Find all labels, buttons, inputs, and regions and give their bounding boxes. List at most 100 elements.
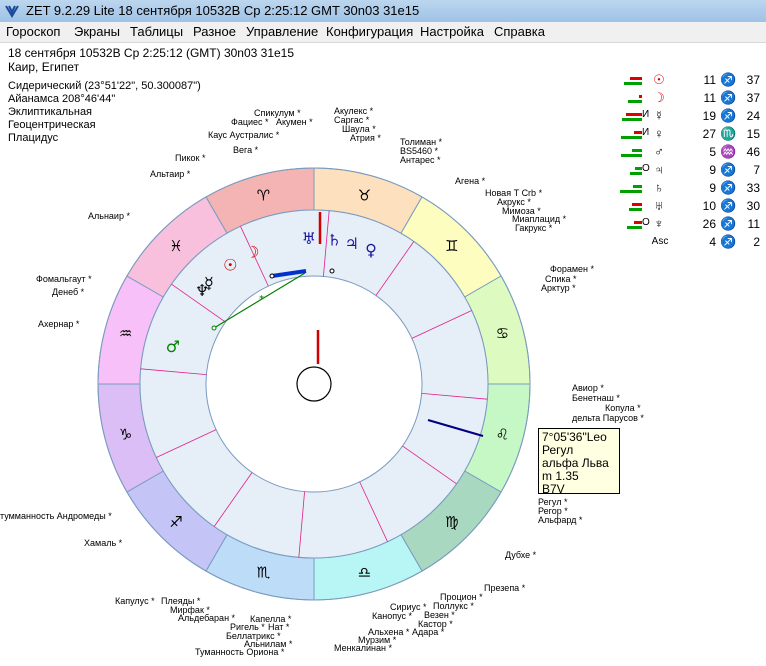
fixed-star-label[interactable]: Форамен * [550,264,595,274]
fixed-star-label[interactable]: Сириус * [390,602,427,612]
fixed-star-label[interactable]: Капелла * [250,614,292,624]
planet-strength-bar [632,203,642,206]
menu-settings[interactable]: Настройка [420,24,484,39]
fixed-star-label[interactable]: Саргас * [334,115,370,125]
planet-strength-bar [626,113,642,116]
planet-strength-bar [628,100,642,103]
fixed-star-label[interactable]: Беллатрикс * [226,631,281,641]
chart-planet-glyph[interactable]: ♀ [365,241,377,260]
fixed-star-label[interactable]: Альнилам * [244,639,293,649]
planet-row[interactable]: И☿19♐24 [618,108,766,126]
fixed-star-label[interactable]: Альфард * [538,515,583,525]
menu-tables[interactable]: Таблицы [130,24,184,39]
fixed-star-label[interactable]: Антарес * [400,155,441,165]
menu-configuration[interactable]: Конфигурация [326,24,414,39]
fixed-star-label[interactable]: Денеб * [52,287,85,297]
menu-bar: Гороскоп Экраны Таблицы Разное Управлени… [0,22,766,43]
fixed-star-label[interactable]: Поллукс * [433,601,474,611]
aspect-sextile-mark: * [259,294,264,305]
fixed-star-label[interactable]: Туманность Ориона * [195,647,285,657]
chart-planet-glyph[interactable]: ♆ [195,281,209,300]
fixed-star-label[interactable]: Мирфак * [170,605,210,615]
fixed-star-label[interactable]: Каус Аустралис * [208,130,280,140]
fixed-star-label[interactable]: Арктур * [541,283,576,293]
fixed-star-label[interactable]: Адара * [412,627,445,637]
fixed-star-label[interactable]: Копула * [605,403,641,413]
fixed-star-label[interactable]: Везен * [424,610,455,620]
sign-sector-scorpio [205,534,315,601]
fixed-star-label[interactable]: Презепа * [484,583,526,593]
fixed-star-label[interactable]: Плеяды * [161,596,201,606]
fixed-star-label[interactable]: Хамаль * [84,538,123,548]
fixed-star-label[interactable]: Спика * [545,274,577,284]
chart-planet-glyph[interactable]: ☽ [245,243,259,262]
fixed-star-label[interactable]: Канопус * [372,611,412,621]
title-bar[interactable]: ZET 9.2.29 Lite 18 сентября 10532B Ср 2:… [0,0,766,23]
planet-strength-bar [634,221,642,224]
fixed-star-label[interactable]: дельта Парусов * [572,413,644,423]
fixed-star-label[interactable]: BS5460 * [400,146,439,156]
fixed-star-label[interactable]: Бенетнаш * [572,393,620,403]
fixed-star-label[interactable]: Капулус * [115,596,155,606]
planet-row[interactable]: ☽11♐37 [618,90,766,108]
menu-misc[interactable]: Разное [193,24,236,39]
planet-glyph-icon: ♆ [654,216,664,231]
menu-horoscope[interactable]: Гороскоп [6,24,61,39]
fixed-star-label[interactable]: Альхена * [368,627,410,637]
fixed-star-label[interactable]: Ригель * [230,622,265,632]
fixed-star-label[interactable]: Менкалинан * [334,643,392,653]
fixed-star-label[interactable]: Акулекс * [334,106,374,116]
fixed-star-label[interactable]: Регор * [538,506,568,516]
fixed-star-label[interactable]: Акумен * [276,117,313,127]
fixed-star-label[interactable]: Миаплацид * [512,214,567,224]
menu-screens[interactable]: Экраны [74,24,121,39]
planet-row[interactable]: О♆26♐11 [618,216,766,234]
fixed-star-label[interactable]: Гакрукс * [515,223,553,233]
planet-row[interactable]: И♀27♏15 [618,126,766,144]
house-cusp-line [411,310,472,339]
fixed-star-label[interactable]: Агена * [455,176,486,186]
fixed-star-label[interactable]: Мурзим * [358,635,397,645]
house-cusps [140,210,488,558]
planet-row[interactable]: О♃9♐7 [618,162,766,180]
menu-control[interactable]: Управление [246,24,319,39]
menu-help[interactable]: Справка [494,24,545,39]
chart-planet-glyph[interactable]: ☉ [223,255,237,274]
chart-planet-glyph[interactable]: ♄ [327,230,341,249]
fixed-star-label[interactable]: Регул * [538,497,568,507]
fixed-star-label[interactable]: Толиман * [400,137,443,147]
fixed-star-label[interactable]: Ахернар * [38,319,80,329]
fixed-star-label[interactable]: Новая Т Crb * [485,188,543,198]
chart-planet-glyph[interactable]: ♅ [302,229,316,248]
chart-planet-glyph[interactable]: ♂ [166,337,180,356]
chart-planet-glyph[interactable]: ♃ [345,234,359,253]
sign-glyph-leo: ♌ [496,425,509,443]
tooltip-star-name: Регул [542,443,574,457]
fixed-star-label[interactable]: Альнаир * [88,211,130,221]
fixed-star-label[interactable]: тумманность Андромеды * [0,511,112,521]
fixed-star-label[interactable]: Спикулум * [254,108,301,118]
fixed-star-label[interactable]: Фомальгаут * [36,274,92,284]
fixed-star-label[interactable]: Атрия * [350,133,381,143]
fixed-star-label[interactable]: Пикок * [175,153,206,163]
chart-planet-glyph[interactable]: ☿ [204,274,214,293]
planet-row[interactable]: ♄9♐33 [618,180,766,198]
fixed-star-label[interactable]: Акрукс * [497,197,531,207]
planet-row[interactable]: ☉11♐37 [618,72,766,90]
fixed-star-label[interactable]: Фациес * [231,117,269,127]
fixed-star-label[interactable]: Дубхе * [505,550,537,560]
fixed-star-label[interactable]: Шаула * [342,124,376,134]
planet-row[interactable]: ♂5♒46 [618,144,766,162]
fixed-star-label[interactable]: Кастор * [418,619,453,629]
planet-sign-icon: ♐ [720,90,737,105]
fixed-star-label[interactable]: Альтаир * [150,169,191,179]
fixed-star-label[interactable]: Вега * [233,145,259,155]
fixed-star-label[interactable]: Мимоза * [502,206,541,216]
planet-strength-bar [632,149,642,152]
fixed-star-label[interactable]: Альдебаран * [178,613,236,623]
fixed-star-label[interactable]: Процион * [440,592,483,602]
fixed-star-label[interactable]: Авиор * [572,383,604,393]
fixed-star-label[interactable]: Нат * [268,622,290,632]
planet-row[interactable]: ♅10♐30 [618,198,766,216]
